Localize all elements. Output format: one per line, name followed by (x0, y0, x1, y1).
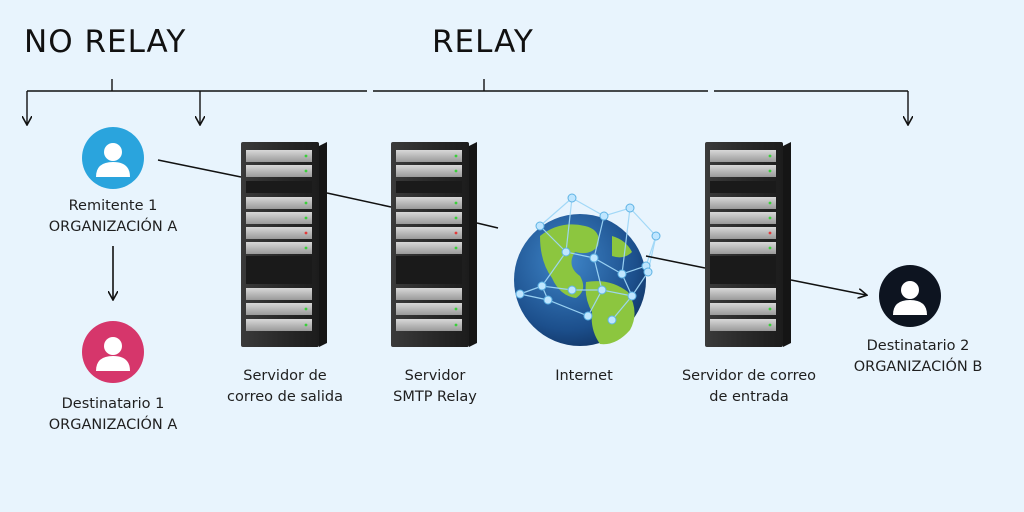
incoming-server-line2: de entrada (709, 389, 789, 405)
outgoing-server-line1: Servidor de (243, 368, 327, 384)
recipient2-name: Destinatario 2 (866, 338, 970, 354)
recipient1-label: Destinatario 1 ORGANIZACIÓN A (49, 394, 178, 436)
sender-avatar-icon (82, 127, 144, 189)
no-relay-bracket (27, 79, 367, 124)
smtp-relay-line1: Servidor (404, 368, 466, 384)
incoming-server-label: Servidor de correo de entrada (682, 366, 816, 408)
no-relay-heading: NO RELAY (24, 24, 187, 60)
internet-globe-icon (514, 193, 661, 346)
recipient1-org: ORGANIZACIÓN A (48, 417, 178, 433)
incoming-server-icon (705, 142, 791, 347)
internet-line1: Internet (555, 368, 613, 384)
sender-label: Remitente 1 ORGANIZACIÓN A (49, 196, 178, 238)
sender-name: Remitente 1 (68, 198, 158, 214)
outgoing-server-label: Servidor de correo de salida (227, 366, 343, 408)
recipient2-avatar-icon (879, 265, 941, 327)
outgoing-server-line2: correo de salida (227, 389, 343, 405)
recipient1-avatar-icon (82, 321, 144, 383)
mail-flow-arrow (157, 159, 866, 295)
smtp-relay-server-icon (391, 142, 477, 347)
recipient1-name: Destinatario 1 (61, 396, 165, 412)
relay-heading: RELAY (432, 24, 534, 60)
recipient2-org: ORGANIZACIÓN B (853, 359, 983, 375)
incoming-server-line1: Servidor de correo (681, 368, 817, 384)
outgoing-server-icon (241, 142, 327, 347)
smtp-relay-label: Servidor SMTP Relay (393, 366, 477, 408)
sender-org: ORGANIZACIÓN A (48, 219, 178, 235)
smtp-relay-line2: SMTP Relay (393, 389, 477, 405)
relay-bracket (373, 79, 908, 124)
internet-label: Internet (555, 366, 613, 387)
recipient2-label: Destinatario 2 ORGANIZACIÓN B (854, 336, 983, 378)
